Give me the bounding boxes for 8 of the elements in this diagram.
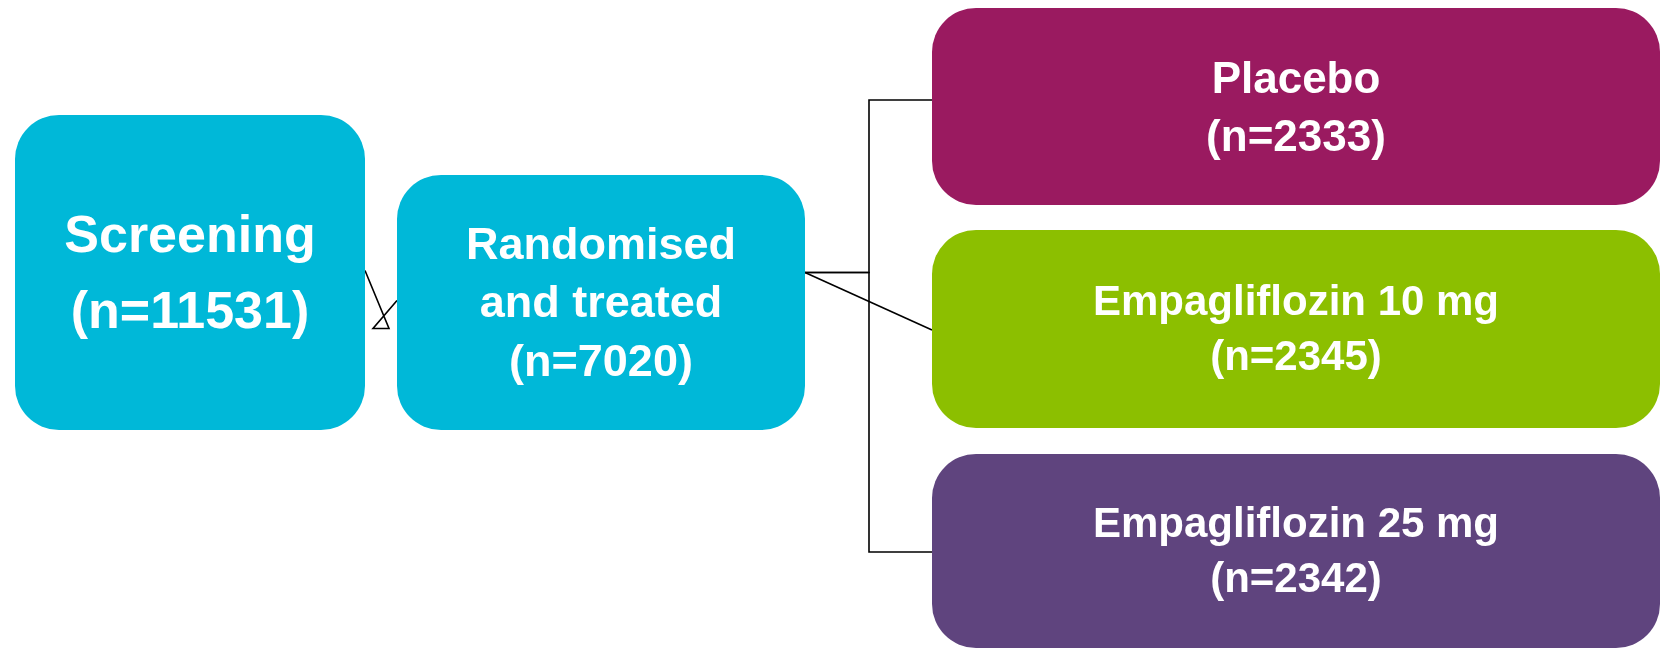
process-box: Screening (n=11531) <box>15 115 365 430</box>
process-box: Empagliflozin 10 mg (n=2345) <box>932 230 1660 428</box>
connector-line <box>804 271 933 553</box>
connector-line <box>364 269 398 330</box>
process-box: Placebo (n=2333) <box>932 8 1660 205</box>
process-box: Randomised and treated (n=7020) <box>397 175 805 430</box>
connector-line <box>804 271 933 331</box>
process-box: Empagliflozin 25 mg (n=2342) <box>932 454 1660 648</box>
